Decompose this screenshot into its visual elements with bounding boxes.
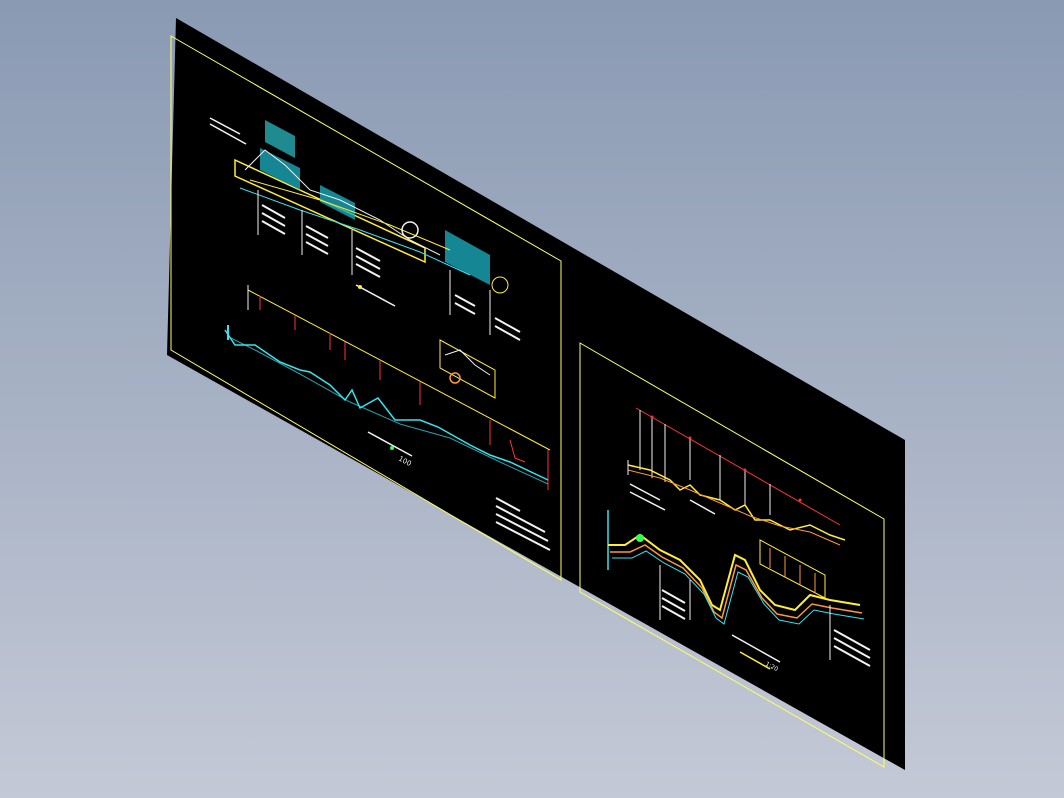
plan-section-label [355,284,396,307]
text-line [355,263,381,278]
notes-block [495,497,551,551]
right-drawing-frame[interactable] [579,342,885,768]
text-line [355,247,381,262]
text-line [629,483,661,501]
plan-section-band [234,120,509,294]
text-line [495,513,549,542]
section-profile-orange [610,544,863,620]
text-line [355,255,381,270]
profile-cyan [224,329,549,481]
profile-red-mark [509,439,526,463]
label-underline [731,634,781,663]
axis-ticks [639,410,771,515]
text-line [833,637,871,659]
left-frame-border [170,35,562,581]
text-line [305,241,329,255]
text-line [494,325,521,341]
detail-outline [439,339,496,399]
text-line [494,317,521,333]
profile-orange [627,469,841,546]
section-profile-cyan [612,550,865,625]
right-frame-border [579,342,885,768]
text-line [305,225,329,239]
text-line [495,497,521,512]
node [743,468,747,472]
upper-profile [627,460,846,546]
detail-circle [449,372,461,384]
left-drawing-frame[interactable] [170,35,562,581]
text-line [495,505,546,533]
text-line [689,499,716,515]
wall-detail-lines [769,548,816,593]
axis-nodes [650,415,802,502]
text-line [629,491,666,511]
text-line [661,589,686,604]
text-line [454,302,476,315]
plan-detail-circle-2 [491,276,509,294]
label-underline [355,284,396,307]
annotation-leaders [257,190,491,335]
detail-section-box [439,339,496,399]
title-block-top-left [209,117,247,145]
right-leaders [659,565,831,660]
section-profile-yellow [608,533,861,612]
plan-yellow-line [249,179,451,251]
text-line [833,629,871,651]
text-line [209,117,241,135]
text-line [261,204,286,219]
node [798,498,802,502]
annotation-text-blocks [261,204,521,341]
green-marker [636,534,644,542]
left-sheet-content: 100 [209,117,551,551]
plan-outline [234,158,426,264]
right-text-block-2 [661,589,871,667]
right-grid [635,407,841,526]
label-marker [390,446,394,450]
label-underline-2 [739,651,771,670]
node [688,436,692,440]
label-underline [367,431,413,457]
text-line [454,294,476,307]
right-text-block-1 [629,483,716,515]
text-line [209,123,247,145]
plan-cyan-block [260,148,300,190]
text-line [833,645,871,667]
plan-cyan-block-2 [320,185,355,220]
axis-line [635,407,841,526]
text-line [661,605,686,620]
plan-cyan-top [265,120,295,158]
text-line [261,220,286,235]
detail-profile [444,349,491,376]
lower-section [607,510,865,625]
axis-ticks [259,296,549,490]
longitudinal-grid [247,285,551,490]
plan-cyan-block-3 [445,230,490,285]
text-line [661,597,686,612]
plan-detail-circle [401,221,419,239]
axis-line [247,289,551,451]
right-sheet-content: 1:20 [607,407,871,673]
text-line [305,233,329,247]
node [650,415,654,419]
section-wall-box [759,539,826,599]
label-marker [358,285,362,289]
plan-cyan-line [239,187,471,276]
text-line [261,212,286,227]
profile-cyan-2 [226,335,549,485]
longitudinal-profile [224,325,549,485]
text-line [495,521,551,551]
